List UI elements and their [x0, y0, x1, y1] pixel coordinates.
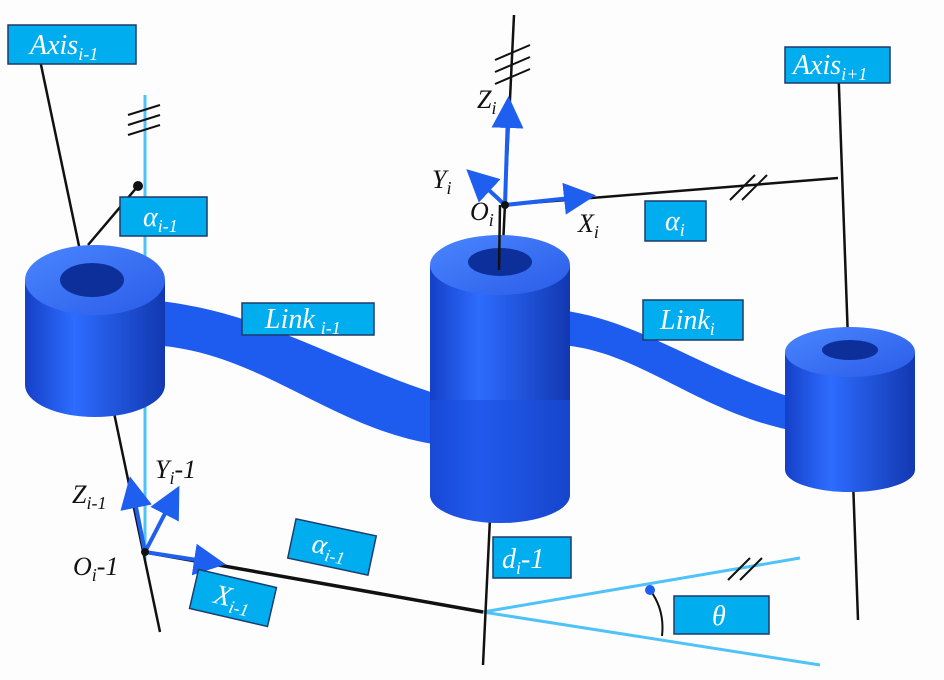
y-prev-arrow	[143, 485, 180, 553]
origin-prev-dot	[141, 548, 149, 556]
svg-text:Axisi-1: Axisi-1	[28, 30, 98, 64]
label-axis-next: Axisi+1	[784, 46, 891, 84]
svg-text:di-1: di-1	[502, 544, 544, 578]
z-i-arrow	[491, 96, 524, 206]
label-axis-prev: Axisi-1	[7, 24, 137, 65]
label-y-i: Yi	[432, 165, 451, 198]
x-prev-arrow	[144, 543, 226, 576]
z-prev-arrow	[120, 476, 152, 553]
joint-cylinder-next	[785, 327, 915, 492]
origin-i-dot	[501, 201, 509, 209]
svg-text:αi: αi	[665, 206, 685, 240]
label-x-prev: Xi-1	[188, 568, 278, 628]
label-theta: θ	[673, 595, 770, 635]
joint-cylinder-i	[430, 235, 570, 523]
link-prev-body	[150, 300, 440, 445]
y-i-arrow	[466, 169, 507, 207]
frame-prev-arrows	[120, 476, 226, 576]
alpha-prev-connector	[87, 185, 139, 246]
svg-text:αi-1: αi-1	[308, 528, 349, 568]
svg-text:θ: θ	[712, 601, 726, 632]
theta-arc-dot	[645, 585, 655, 595]
label-alpha-prev-bottom: αi-1	[286, 518, 378, 576]
label-alpha-prev-top: αi-1	[119, 196, 208, 237]
theta-line-lower	[482, 610, 821, 667]
label-alpha-i: αi	[644, 200, 707, 242]
theta-line-upper	[482, 556, 801, 614]
svg-text:Linki: Linki	[659, 305, 715, 339]
alpha-prev-dot	[133, 181, 143, 191]
label-o-prev: Oi-1	[73, 552, 118, 585]
frame-i-arrows	[466, 96, 596, 215]
x-i-arrow	[504, 182, 596, 215]
link-i-body	[560, 310, 800, 432]
parallel-marks	[127, 44, 768, 581]
label-o-i: Oi	[470, 197, 494, 230]
joint-cylinder-prev	[25, 245, 165, 417]
label-z-i: Zi	[477, 85, 496, 118]
label-z-prev: Zi-1	[72, 480, 106, 513]
label-y-prev: Yi-1	[155, 455, 196, 488]
label-link-i: Linki	[642, 299, 744, 341]
label-x-i: Xi	[577, 209, 599, 242]
label-d-prev: di-1	[492, 536, 572, 579]
theta-arc	[649, 589, 664, 637]
axis-i-top-segment	[497, 204, 502, 271]
svg-text:αi-1: αi-1	[143, 202, 178, 236]
svg-text:Axisi+1: Axisi+1	[791, 50, 867, 84]
svg-text:Linki-1: Linki-1	[264, 304, 341, 338]
